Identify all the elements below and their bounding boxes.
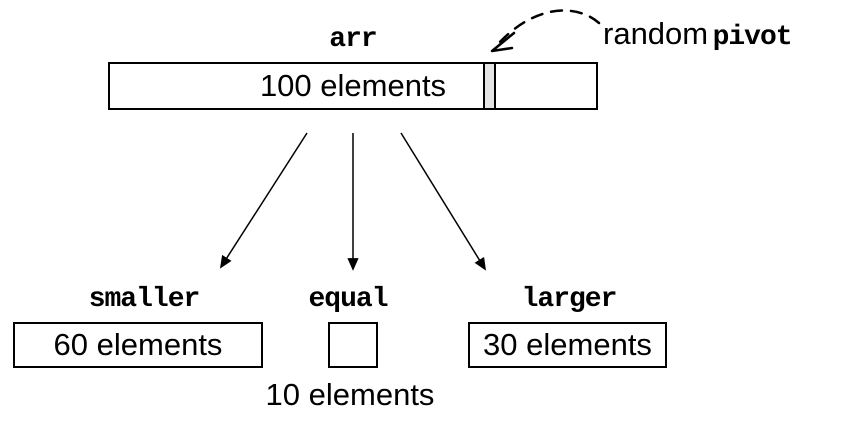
larger-box: 30 elements [468,322,667,368]
larger-box-content: 30 elements [483,327,652,362]
larger-label: larger [521,284,618,315]
smaller-box: 60 elements [13,322,263,368]
equal-label: equal [308,284,388,315]
pivot-cell [483,64,496,108]
arr-label: arr [329,24,377,55]
smaller-box-content: 60 elements [53,327,223,362]
random-pivot-label: random pivot [603,16,793,53]
arr-box: 100 elements [108,62,598,110]
arr-box-content: 100 elements [259,68,447,103]
random-pivot-dashed-arrow [496,9,601,46]
equal-box [328,322,378,368]
random-pivot-arrowhead-icon [490,31,516,53]
random-pivot-text-mono: pivot [712,22,793,53]
random-pivot-text-sans: random [603,16,709,51]
split-arrow-larger [400,132,487,271]
equal-box-caption: 10 elements [265,377,435,412]
smaller-label: smaller [88,284,201,315]
split-arrow-smaller [219,132,308,269]
